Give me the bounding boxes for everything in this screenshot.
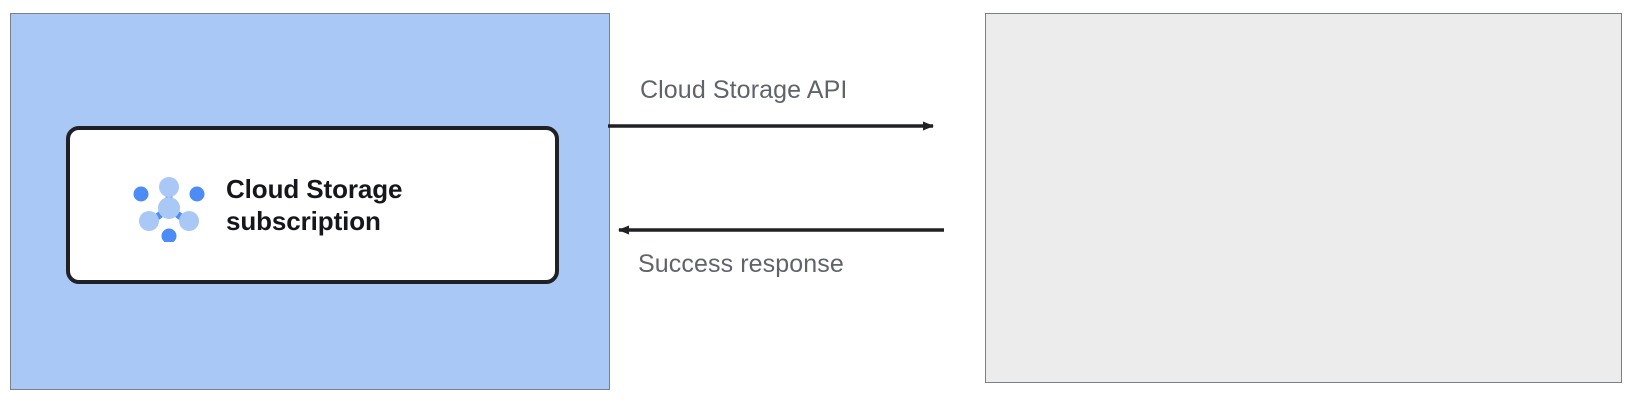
pubsub-subscription-icon	[133, 177, 205, 242]
subscription-node-label: Cloud Storage subscription	[226, 173, 403, 236]
cloud-storage-subscription-node[interactable]: Cloud Storage subscription	[66, 126, 559, 284]
bucket-container: Cloud Storage bucket	[985, 13, 1622, 383]
cloud-storage-api-label: Cloud Storage API	[640, 76, 848, 104]
success-response-label: Success response	[638, 250, 844, 278]
cloud-storage-api-arrow	[608, 121, 934, 131]
subscription-container: Cloud Storage subscription	[10, 13, 610, 390]
success-response-arrow	[618, 225, 944, 235]
